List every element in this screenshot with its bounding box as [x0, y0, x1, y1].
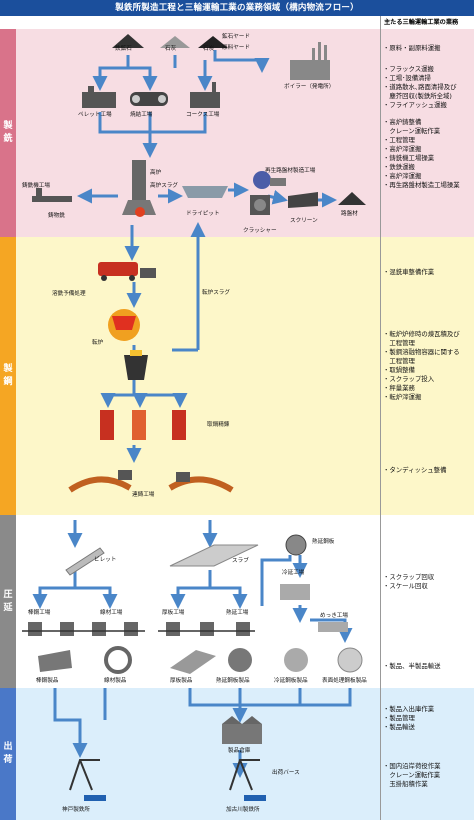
converter-icon — [108, 309, 140, 341]
label-plate-mill: 厚板工場 — [162, 610, 185, 616]
crusher-icon — [250, 195, 270, 215]
kobe-crane-icon — [69, 759, 100, 791]
label-warehouse: 製品倉庫 — [228, 748, 251, 754]
warehouse-icon — [222, 716, 262, 744]
label-dry-pit: ドライピット — [186, 211, 220, 217]
label-crusher: クラッシャー — [243, 228, 277, 234]
section-tab-seisen: 製銑 — [0, 29, 16, 237]
kobe-ship-icon — [84, 795, 106, 801]
kakogawa-crane-icon — [229, 759, 260, 791]
screen-icon — [288, 192, 318, 208]
label-iron-ore: 鉄鉱石 — [115, 46, 132, 52]
label-recycle-plant: 再生路盤材製造工場 — [265, 168, 316, 174]
label-wire-product: 線材製品 — [104, 678, 127, 684]
label-pig-iron: 鋳物銑 — [48, 213, 65, 219]
billet-icon — [65, 547, 105, 576]
label-hot-metal-pre: 溶銑予備処理 — [52, 291, 86, 297]
label-billet: ビレット — [94, 557, 117, 563]
plating-plant-icon — [318, 622, 348, 632]
recycle-plant-icon — [253, 171, 286, 189]
section-tab-seiko: 製鋼 — [0, 237, 16, 515]
label-bar-mill: 棒鋼工場 — [28, 610, 51, 616]
hot-coil-icon — [285, 534, 307, 556]
wire-product-icon — [104, 646, 132, 674]
hot-product-icon — [228, 648, 252, 672]
page-title: 製鉄所製造工程と三輪運輸工業の業務領域（構内物流フロー） — [0, 0, 474, 16]
label-hot-product: 熱延鋼板製品 — [216, 678, 250, 684]
label-limestone: 石灰 — [165, 46, 177, 52]
section-tab-atsuen: 圧延 — [0, 515, 16, 688]
sinter-plant-icon — [130, 92, 168, 106]
section-shukka: 出荷 — [0, 688, 474, 820]
section-tab-shukka: 出荷 — [0, 688, 16, 820]
duties-seiko-3: ・タンディッシュ整備 — [383, 466, 447, 474]
casting-plant-icon — [32, 188, 72, 202]
label-plate-product: 厚板製品 — [170, 678, 193, 684]
label-casting-plant: 鋳銑機工場 — [22, 183, 50, 189]
label-cold-product: 冷延鋼板製品 — [274, 678, 308, 684]
blast-furnace-icon — [122, 160, 156, 217]
label-shipping-berth: 出荷バース — [272, 770, 300, 776]
slab-icon — [169, 544, 259, 567]
label-converter-slag: 転炉スラグ — [202, 290, 230, 296]
coated-product-icon — [337, 647, 363, 673]
label-boiler: ボイラー（発電所） — [284, 84, 335, 90]
kakogawa-ship-icon — [244, 795, 266, 801]
label-coke: コークス工場 — [186, 112, 220, 118]
ladle-icon — [124, 350, 148, 380]
duties-seiko-1: ・混銑車整備作業 — [383, 268, 435, 276]
duties-atsuen-1: ・スクラップ回収 ・スケール回収 — [383, 573, 435, 590]
section-seisen: 製銑 — [0, 29, 474, 237]
label-sinter: 焼結工場 — [130, 112, 153, 118]
label-blast-furnace: 高炉 — [150, 170, 162, 176]
label-pellet: ペレット工場 — [78, 112, 112, 118]
label-continuous-casting: 連鋳工場 — [132, 492, 155, 498]
label-raw-yard: 原料ヤード — [222, 45, 250, 51]
cold-product-icon — [284, 648, 308, 672]
label-hot-mill: 熱延工場 — [226, 610, 249, 616]
coke-plant-icon — [190, 82, 220, 108]
label-ore-yard: 鉱石ヤード — [222, 34, 250, 40]
label-bar-product: 棒鋼製品 — [36, 678, 59, 684]
duties-atsuen-2: ・製品、半製品輸送 — [383, 662, 441, 670]
pellet-plant-icon — [82, 86, 116, 108]
duties-shukka-1: ・製品入出庫作業 ・製品管理 ・製品輸送 — [383, 705, 435, 731]
label-coated-product: 表面処理鋼板製品 — [322, 678, 367, 684]
label-plating: めっき工場 — [320, 613, 348, 619]
right-column-divider — [380, 29, 381, 820]
plate-product-icon — [170, 650, 216, 674]
label-slab: スラブ — [232, 558, 249, 564]
label-cold-roll: 冷延工場 — [282, 570, 305, 576]
label-road-material: 路盤材 — [341, 211, 358, 217]
right-column-header: 主たる三輪運輸工業の業務 — [380, 16, 474, 29]
ladle-refining-icon — [100, 410, 186, 440]
boiler-icon — [290, 42, 330, 80]
continuous-caster-icon — [68, 470, 234, 493]
iron-ore-pile-icon — [112, 34, 144, 48]
coal-pile-icon — [198, 36, 228, 48]
duties-seisen: ・原料・副原料運搬 ・フラックス運搬 ・工場･設備清掃 ・道路散水､路面清掃及び… — [383, 44, 460, 189]
label-kobe: 神戸製鉄所 — [62, 807, 90, 813]
hot-metal-pretreatment-icon — [98, 262, 156, 281]
label-bf-slag: 高炉スラグ — [150, 183, 178, 189]
label-screen: スクリーン — [290, 218, 318, 224]
label-wire-mill: 線材工場 — [100, 610, 123, 616]
label-hot-coil: 熱延鋼板 — [312, 539, 335, 545]
label-coal: 石炭 — [203, 46, 215, 52]
label-kakogawa: 加古川製鉄所 — [226, 807, 260, 813]
duties-seiko-2: ・転炉炉修時の煉瓦積及び 工程管理 ・製鋼溶融物容器に関する 工程管理 ・取鍋整… — [383, 330, 460, 401]
label-ladle-refining: 取鍋精錬 — [207, 422, 230, 428]
bar-product-icon — [38, 650, 72, 672]
label-converter: 転炉 — [92, 340, 104, 346]
mill-stands — [28, 622, 250, 636]
duties-shukka-2: ・国内沿岸荷役作業 クレーン運転作業 玉掛船積作業 — [383, 762, 441, 788]
section-seiko: 製鋼 — [0, 237, 474, 515]
cold-roll-plant-icon — [280, 584, 310, 600]
road-material-icon — [338, 192, 366, 205]
limestone-pile-icon — [160, 36, 190, 48]
dry-pit-icon — [182, 186, 228, 198]
